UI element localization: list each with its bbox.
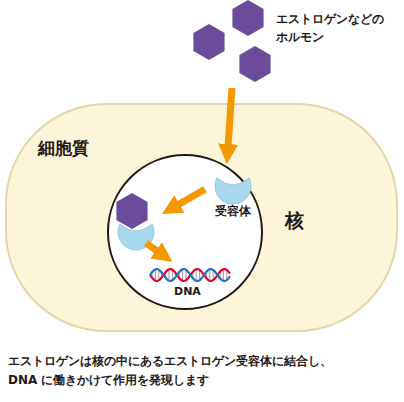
nucleus: 核受容体DNA [107,154,263,310]
hormone-label: エストロゲンなどの ホルモン [276,10,388,46]
hormone-hexagon [193,24,224,60]
hormone-hexagon [239,46,270,82]
cell-body: 細胞質核 受容体 DNA [5,103,398,332]
dna-rung [223,269,224,281]
hormone-hexagon [232,0,263,36]
dna-helix: DNA [146,262,234,304]
cell-outline [6,104,397,331]
dna-rung [169,269,170,280]
caption-box: エストロゲンは核の中にあるエストロゲン受容体に結合し、 DNA に働きかけて作用… [8,352,344,390]
receptor-shape [215,178,251,204]
dna-rung [196,269,197,281]
hormone-group: エストロゲンなどの ホルモン [190,0,400,88]
receptor: 受容体 [205,164,261,220]
caption-text: エストロゲンは核の中にあるエストロゲン受容体に結合し、 DNA に働きかけて作用… [8,352,344,390]
cytoplasm-label: 細胞質 [38,136,89,162]
flow-arrow [146,189,205,252]
receptor-label: 受容体 [215,202,251,220]
dna-strand [150,269,230,281]
nucleus-label: 核 [285,206,304,235]
bound-hormone-hexagon [116,193,147,229]
flow-arrow [228,88,232,148]
dna-rung [155,269,156,280]
dna-strand [150,269,230,281]
bound-receptor [118,224,154,250]
arrow-head [162,195,184,214]
nucleus-outline [108,155,262,309]
dna-rung [209,269,210,281]
dna-label: DNA [174,284,201,301]
dna-rung [182,269,183,281]
